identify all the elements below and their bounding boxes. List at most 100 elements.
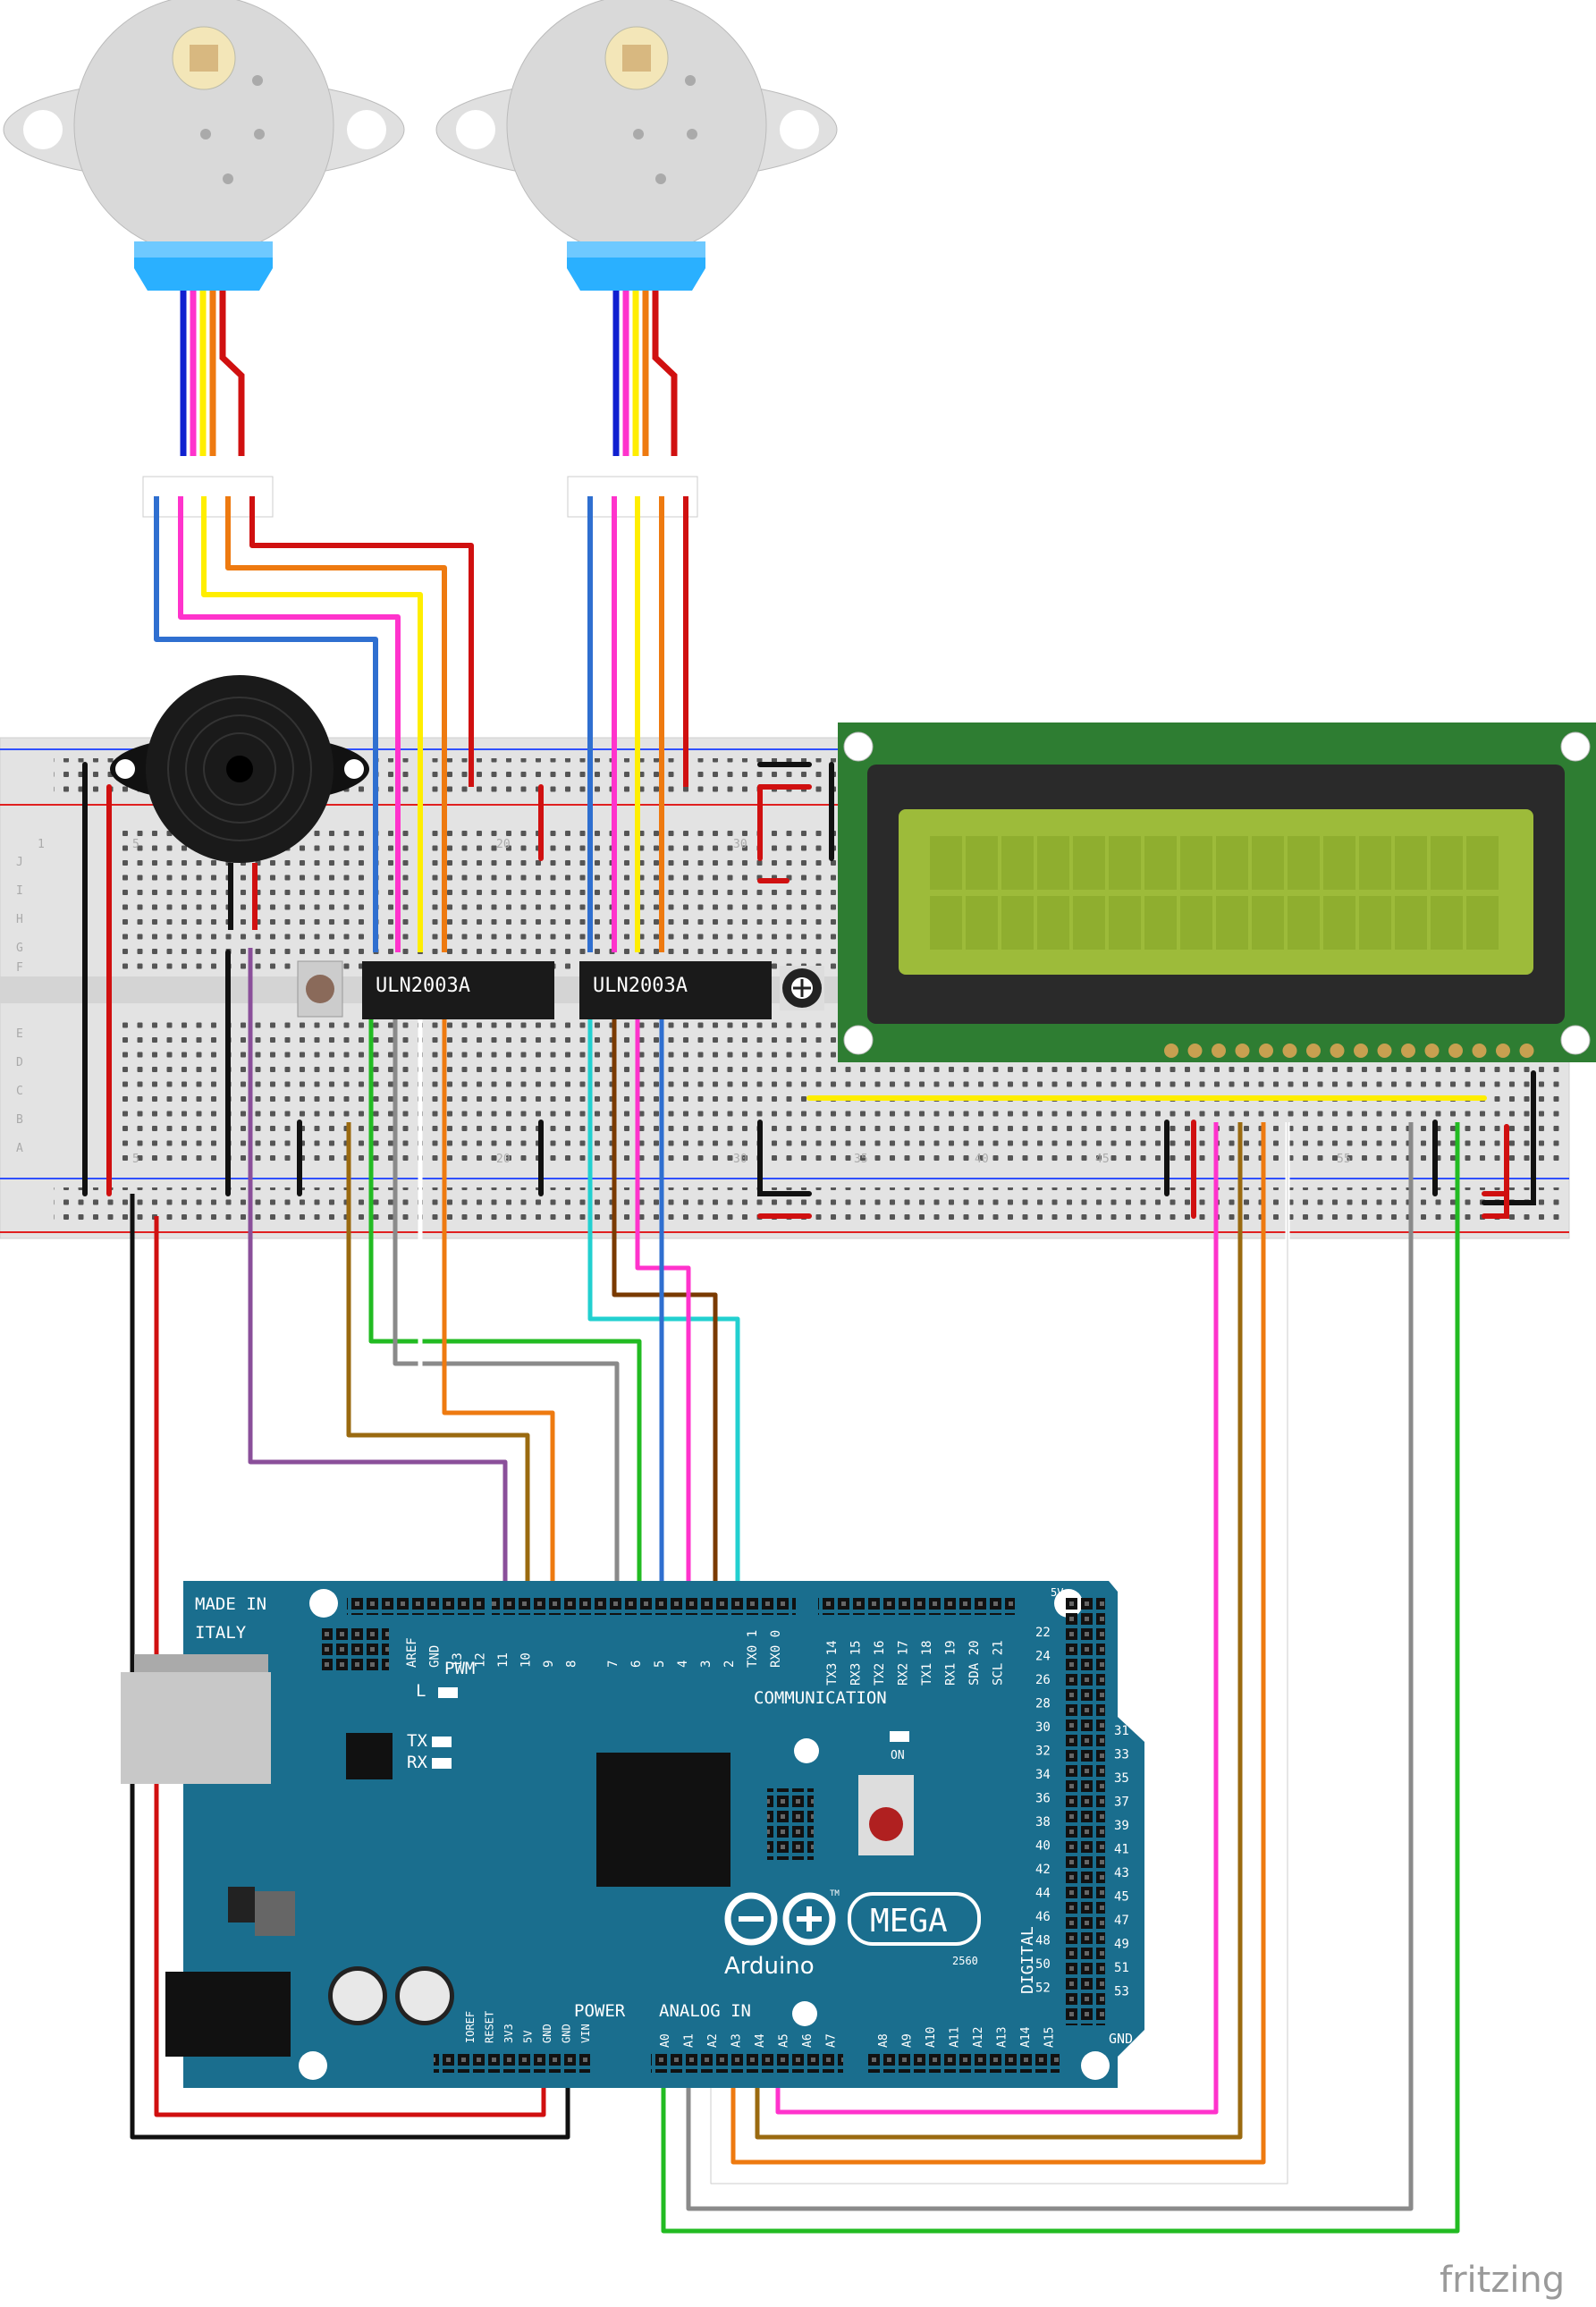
five-v-label: 5V — [1051, 1586, 1063, 1599]
digital-pin-label: 44 — [1035, 1887, 1051, 1901]
digital-pin-label: 53 — [1114, 1985, 1129, 1999]
lcd-pin — [1187, 1044, 1203, 1058]
analog-pin-label: A15 — [1043, 2027, 1057, 2048]
power-pin-label: RESET — [484, 2011, 496, 2043]
digital-pin-label: RX0 0 — [769, 1630, 783, 1668]
col-number-45: 45 — [1095, 1153, 1110, 1166]
digital-pin-label: 43 — [1114, 1866, 1129, 1880]
digital-pin-label: 8 — [565, 1661, 579, 1668]
analog-pin-label: A0 — [659, 2033, 672, 2048]
lcd-cell — [930, 896, 962, 950]
digital-pin-label: 6 — [629, 1661, 644, 1668]
lcd-cell — [1109, 896, 1141, 950]
row-letter-i: I — [16, 884, 23, 898]
lcd-pin — [1354, 1044, 1368, 1058]
digital-pin-label: 41 — [1114, 1843, 1129, 1857]
digital-pin-label: 11 — [496, 1652, 511, 1668]
row-letter-d: D — [16, 1056, 23, 1069]
lcd-cell — [1073, 836, 1105, 890]
digital-pin-label: 3 — [699, 1661, 714, 1668]
model-label: 2560 — [952, 1955, 978, 1967]
digital-pin-label: 10 — [519, 1652, 534, 1668]
power-pin-label: 5V — [522, 2031, 535, 2043]
lcd-cell — [1288, 896, 1320, 950]
lcd-pin — [1519, 1044, 1534, 1058]
lcd-cell — [966, 836, 998, 890]
analog-pin-label: A11 — [949, 2027, 962, 2048]
analog-pin-label: A5 — [778, 2033, 791, 2048]
comm-pin-label: TX1 18 — [920, 1640, 934, 1686]
lcd-cell — [1323, 896, 1355, 950]
power-pin-label: VIN — [579, 2024, 592, 2043]
digital-pin-label: 46 — [1035, 1910, 1051, 1924]
analog-pin-label: A14 — [1019, 2026, 1033, 2048]
comm-pin-label: RX3 15 — [849, 1640, 864, 1686]
digital-pin-label: 22 — [1035, 1626, 1051, 1640]
lcd-cell — [1431, 836, 1463, 890]
row-letter-j: J — [16, 856, 23, 869]
power-jack-icon — [165, 1972, 291, 2057]
power-pin-label: IOREF — [464, 2011, 477, 2043]
lcd-pin — [1330, 1044, 1345, 1058]
analog-in-label: ANALOG IN — [659, 2001, 751, 2021]
col-number-5-top: 5 — [132, 838, 139, 851]
lcd-cell — [1037, 836, 1069, 890]
pwm-label: PWM — [444, 1659, 475, 1678]
trademark-label: TM — [830, 1889, 840, 1898]
power-pin-label: 3V3 — [502, 2024, 515, 2043]
digital-pin-label: 47 — [1114, 1914, 1129, 1928]
power-pin-label: GND — [541, 2024, 553, 2043]
digital-pin-label: 48 — [1035, 1934, 1051, 1948]
col-number-35: 35 — [854, 1153, 868, 1166]
digital-pin-label: 38 — [1035, 1815, 1051, 1830]
digital-pin-label: 2 — [722, 1661, 737, 1668]
lcd-pin — [1424, 1044, 1440, 1058]
chip-label-left: ULN2003A — [376, 975, 470, 997]
col-number-20-top: 20 — [496, 838, 511, 851]
potentiometer-icon[interactable] — [780, 966, 824, 1010]
analog-pin-label: A7 — [825, 2033, 839, 2048]
lcd-cell — [1431, 896, 1463, 950]
row-letter-b: B — [16, 1113, 23, 1127]
lcd-pin — [1401, 1044, 1415, 1058]
lcd-screen — [899, 809, 1533, 975]
pushbutton-icon[interactable] — [297, 960, 343, 1018]
digital-pin-label: 30 — [1035, 1720, 1051, 1735]
digital-pin-label: 42 — [1035, 1863, 1051, 1877]
lcd-cell — [1466, 896, 1499, 950]
analog-pin-label: A2 — [706, 2033, 720, 2048]
led-l-label: L — [416, 1681, 426, 1701]
made-in-line-2: ITALY — [195, 1623, 247, 1643]
digital-pin-label: 33 — [1114, 1748, 1129, 1762]
col-number-5-bottom: 5 — [132, 1153, 139, 1166]
col-number-1: 1 — [38, 838, 45, 851]
analog-pin-label: A10 — [925, 2027, 938, 2048]
digital-pin-label: 4 — [676, 1661, 690, 1668]
lcd-cell — [1001, 896, 1034, 950]
gnd-label: GND — [1109, 2031, 1133, 2047]
mega-logo-text: MEGA — [870, 1903, 948, 1939]
driver-arduino-wires — [248, 948, 740, 1605]
lcd-cell — [1180, 836, 1212, 890]
digital-pin-label: 52 — [1035, 1982, 1051, 1996]
comm-pin-label: TX3 14 — [825, 1640, 840, 1686]
lcd-cell — [1395, 896, 1427, 950]
comm-pin-label: TX2 16 — [873, 1640, 887, 1686]
digital-pin-label: 37 — [1114, 1796, 1129, 1810]
digital-pin-label: 36 — [1035, 1792, 1051, 1806]
lcd-pin — [1212, 1044, 1226, 1058]
digital-pin-label: 9 — [542, 1661, 556, 1668]
lcd-arduino-wires — [661, 1122, 1460, 2234]
lcd-cell — [1323, 836, 1355, 890]
lcd-cell — [1252, 896, 1284, 950]
power-pin-label: GND — [561, 2024, 573, 2043]
digital-pin-label: 5 — [653, 1661, 667, 1668]
comm-pin-label: RX1 19 — [944, 1640, 958, 1686]
arduino-logo-text: Arduino — [724, 1953, 815, 1980]
lcd-cell — [1395, 836, 1427, 890]
usb-port-icon — [121, 1672, 271, 1784]
digital-pin-label: 7 — [606, 1661, 621, 1668]
comm-pin-label: RX2 17 — [897, 1640, 911, 1686]
digital-pin-label: 12 — [474, 1652, 488, 1668]
